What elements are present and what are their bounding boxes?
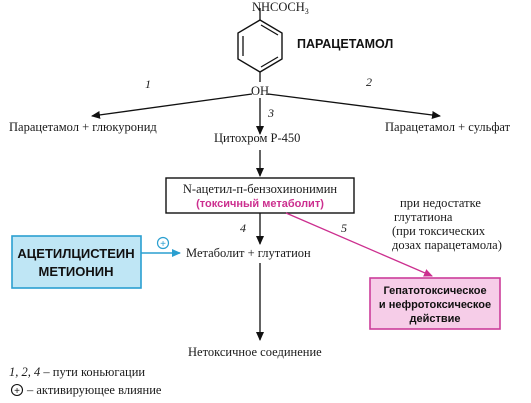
pathway-5-number: 5 bbox=[341, 221, 347, 235]
legend-plus-icon bbox=[10, 383, 24, 397]
activating-plus-sign: + bbox=[160, 239, 166, 250]
note-line-2: глутатиона bbox=[394, 210, 453, 224]
toxic-metabolite-label: (токсичный метаболит) bbox=[196, 198, 324, 210]
arrow-pathway-1 bbox=[91, 93, 253, 119]
glucuronide-product: Парацетамол + глюкуронид bbox=[9, 120, 157, 134]
pathway-3-number: 3 bbox=[267, 106, 274, 120]
activating-plus-icon bbox=[156, 236, 170, 250]
antidote-box: АЦЕТИЛЦИСТЕИН МЕТИОНИН bbox=[11, 235, 142, 289]
nontoxic-compound-label: Нетоксичное соединение bbox=[188, 345, 322, 359]
paracetamol-structure: NHCOCH3 OH ПАРАЦЕТАМОЛ bbox=[237, 0, 393, 98]
note-line-3: (при токсических bbox=[392, 224, 486, 238]
arrow-pathway-2 bbox=[267, 93, 441, 119]
legend-activating: – активирующее влияние bbox=[26, 383, 162, 397]
top-substituent: NHCOCH3 bbox=[252, 0, 309, 16]
benzene-ring bbox=[237, 19, 283, 73]
metabolite-glutathione-label: Метаболит + глутатион bbox=[186, 246, 311, 260]
cytochrome-label: Цитохром Р-450 bbox=[214, 131, 300, 145]
note-line-1: при недостатке bbox=[400, 196, 481, 210]
legend-conjugation: 1, 2, 4 – пути коньюгации bbox=[9, 365, 145, 379]
legend-plus-sign: + bbox=[14, 386, 20, 397]
napqi-name: N-ацетил-п-бензохинонимин bbox=[183, 182, 337, 196]
toxicity-line-2: и нефротоксическое bbox=[379, 299, 491, 311]
ring-double-bond-bottom bbox=[260, 56, 279, 68]
note-line-4: дозах парацетамола) bbox=[392, 238, 502, 252]
toxicity-line-3: действие bbox=[409, 313, 460, 325]
sulfate-product: Парацетамол + сульфат bbox=[385, 120, 511, 134]
hydroxyl-label: OH bbox=[251, 84, 269, 98]
toxicity-line-1: Гепатотоксическое bbox=[383, 285, 486, 297]
acetylcysteine-label: АЦЕТИЛЦИСТЕИН bbox=[17, 246, 134, 261]
paracetamol-title: ПАРАЦЕТАМОЛ bbox=[297, 37, 393, 51]
pathway-1-number: 1 bbox=[145, 77, 151, 91]
legend: 1, 2, 4 – пути коньюгации + – активирующ… bbox=[9, 365, 162, 397]
arrow-pathway-5 bbox=[285, 212, 433, 277]
toxicity-box: Гепатотоксическое и нефротоксическое дей… bbox=[369, 277, 501, 330]
glutathione-deficiency-note: при недостатке глутатиона (при токсическ… bbox=[392, 196, 502, 252]
napqi-box: N-ацетил-п-бензохинонимин (токсичный мет… bbox=[165, 177, 355, 214]
ring-double-bond-top bbox=[260, 24, 279, 36]
methionine-label: МЕТИОНИН bbox=[38, 264, 113, 279]
pathway-2-number: 2 bbox=[366, 75, 372, 89]
pathway-4-number: 4 bbox=[240, 221, 246, 235]
